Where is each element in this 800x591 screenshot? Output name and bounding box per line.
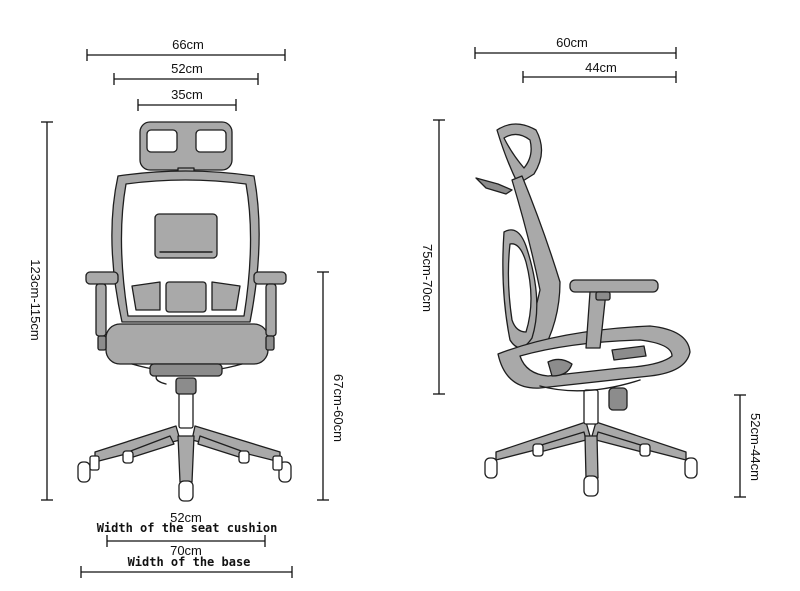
front-seat-cushion-width-dimension: 52cm Width of the seat cushion [97,510,278,547]
front-view-chair [77,121,292,502]
front-headrest-width-label: 35cm [171,87,203,102]
side-armrest [569,279,659,349]
side-overall-depth-dimension: 60cm [474,35,677,59]
side-overall-depth-label: 60cm [556,35,588,50]
front-back-width-dimension: 52cm [113,61,259,85]
side-seat-height-label: 52cm-44cm [748,413,763,481]
side-seat-height-dimension: 52cm-44cm [734,394,763,498]
front-armrests [85,271,287,351]
front-back-width-label: 52cm [171,61,203,76]
base-width-label: 70cm [170,543,202,558]
side-view-chair [475,123,698,497]
side-seat [497,325,691,392]
side-backrest-height-label: 75cm-70cm [420,244,435,312]
front-overall-width-dimension: 66cm [86,37,286,61]
side-backrest [475,123,561,371]
front-backrest [111,170,260,323]
front-seat-height-dimension: 67cm-60cm [317,271,346,501]
side-seat-depth-label: 44cm [585,60,617,75]
seat-cushion-caption: Width of the seat cushion [97,521,278,535]
front-headrest-width-dimension: 35cm [137,87,237,111]
front-total-height-label: 123cm-115cm [28,259,43,340]
side-seat-depth-dimension: 44cm [522,60,677,83]
front-seat-height-label: 67cm-60cm [331,374,346,442]
front-total-height-dimension: 123cm-115cm [28,121,53,501]
side-backrest-height-dimension: 75cm-70cm [420,119,445,395]
front-base-width-dimension: 70cm Width of the base [80,543,293,578]
front-overall-width-label: 66cm [172,37,204,52]
side-chair-base [484,387,698,497]
front-chair-base [77,371,292,502]
base-width-caption: Width of the base [128,555,251,569]
front-headrest [139,121,233,177]
front-seat [105,323,269,377]
seat-cushion-width-label: 52cm [170,510,202,525]
